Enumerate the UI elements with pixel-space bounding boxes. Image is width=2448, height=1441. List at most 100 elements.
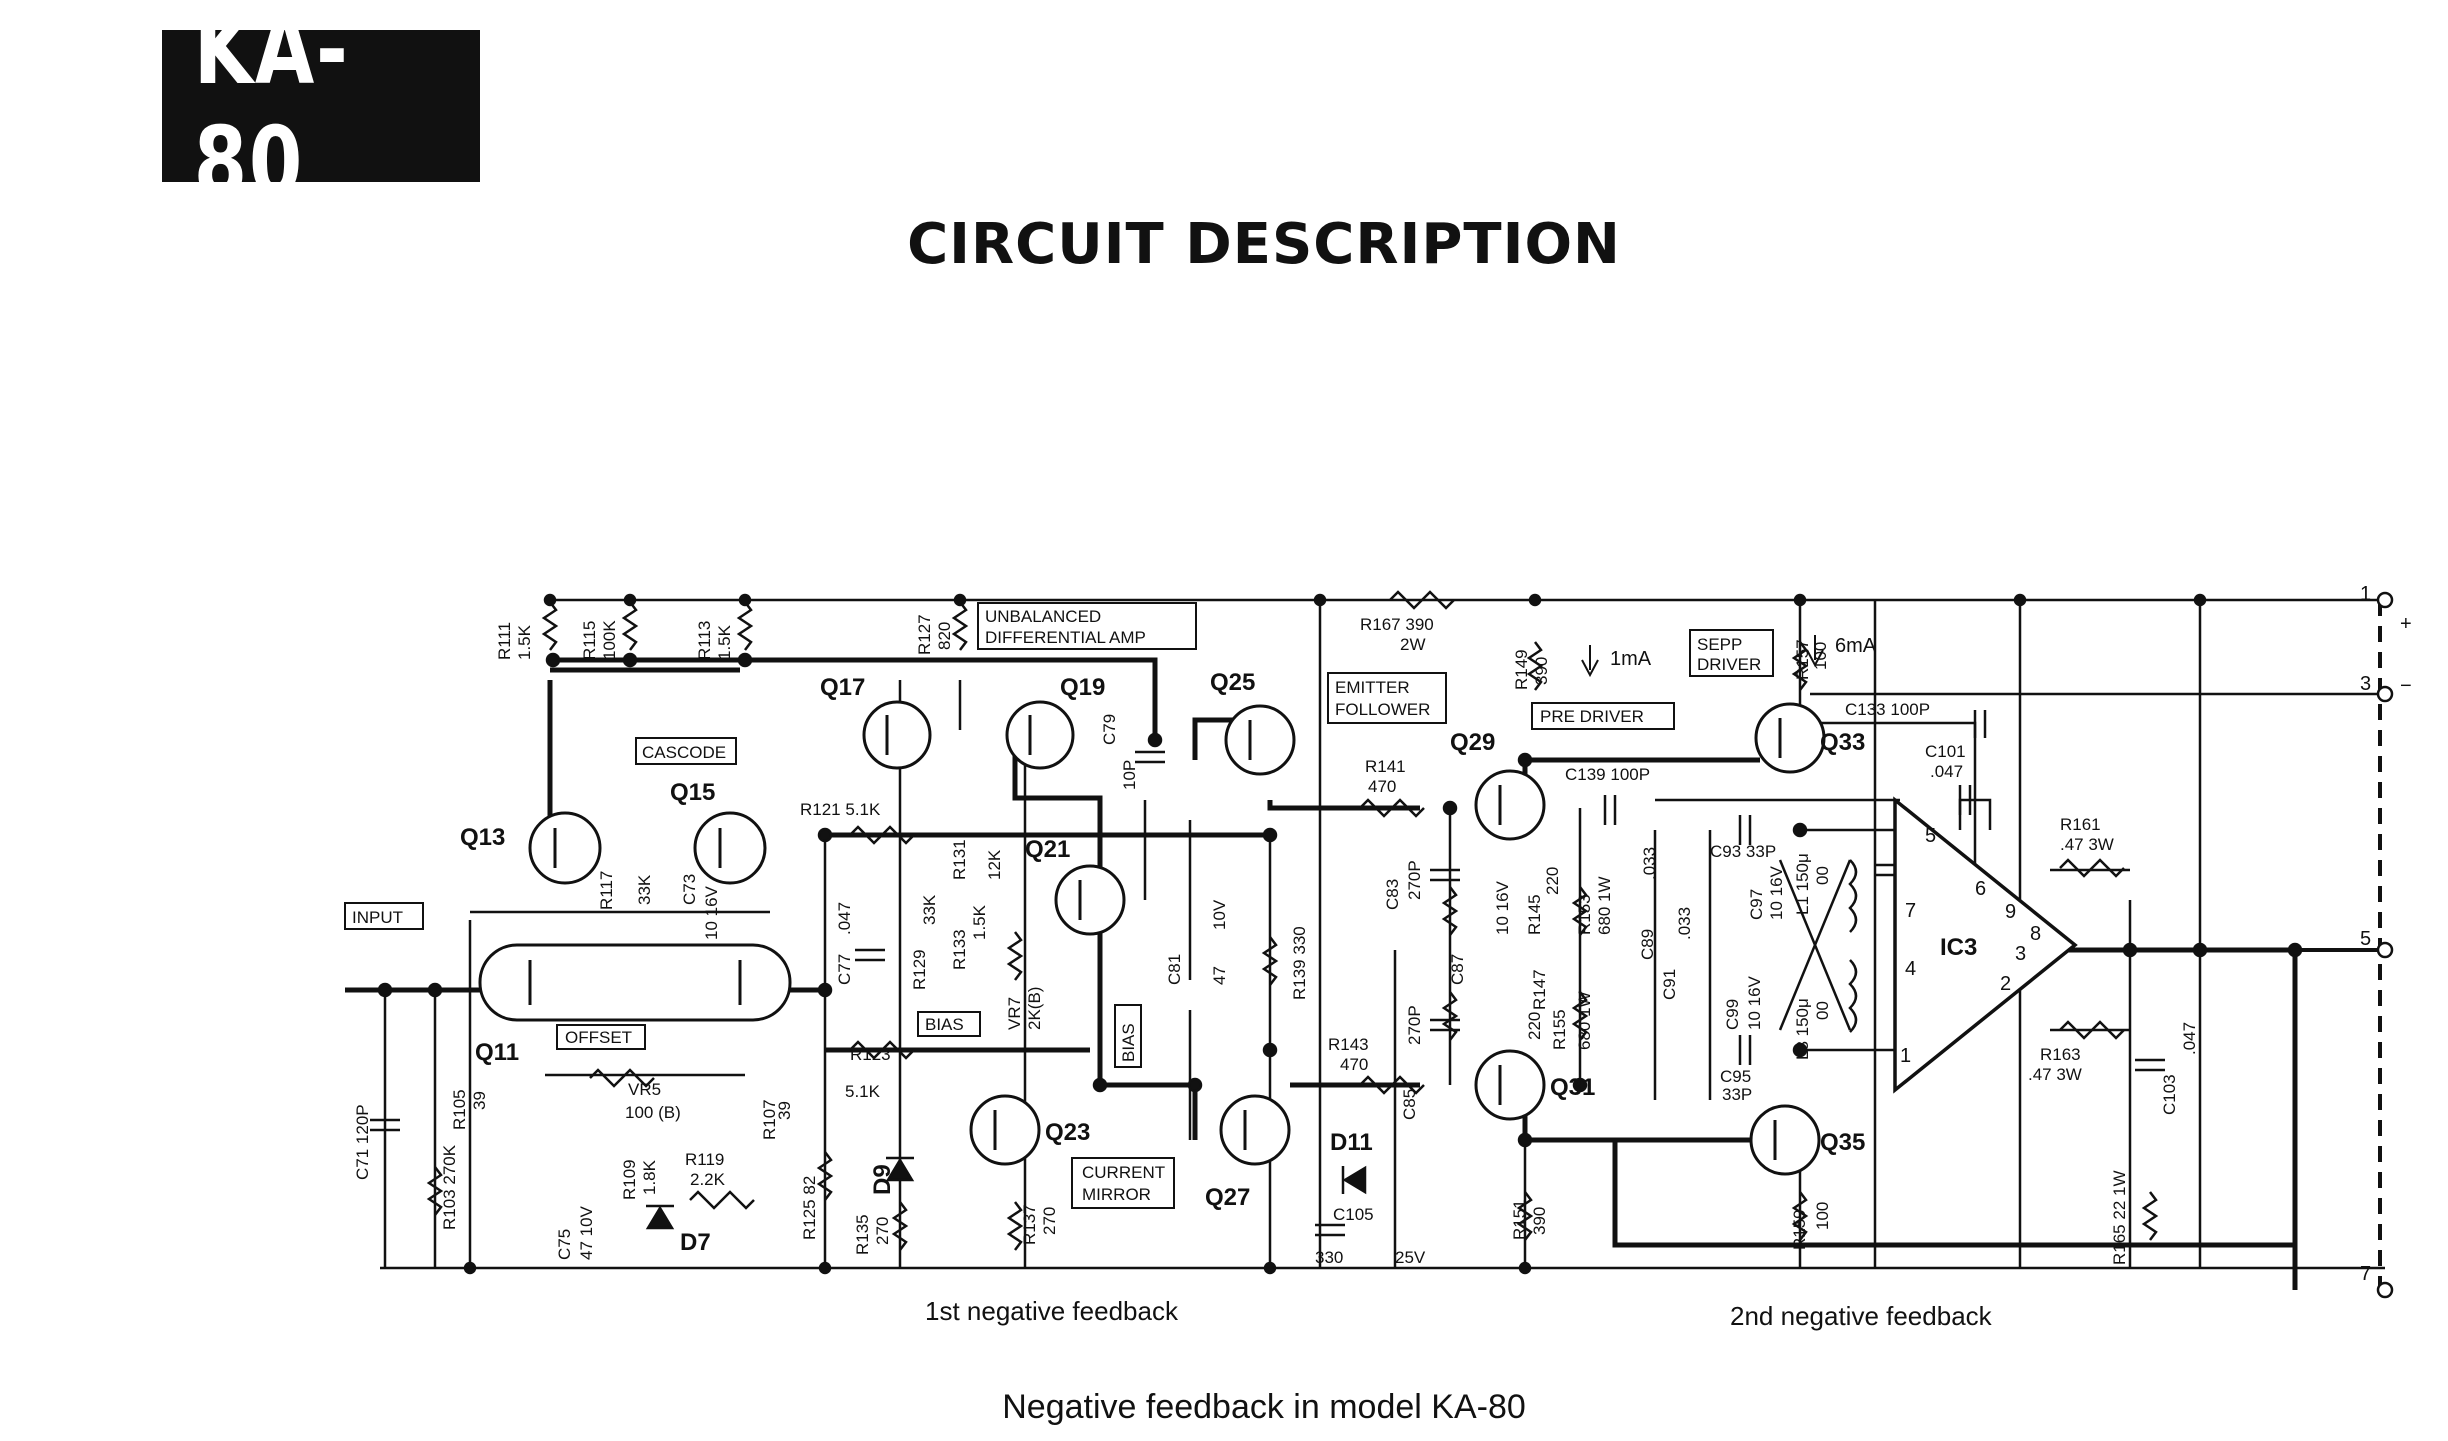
- part-c91-ref: C91: [1660, 969, 1679, 1000]
- part-r157-ref: R157: [1793, 639, 1812, 680]
- part-c97-ref: C97: [1747, 889, 1766, 920]
- part-r149-val: 390: [1532, 657, 1551, 685]
- part-c81-ref: C81: [1165, 954, 1184, 985]
- part-c71: C71 120P: [353, 1104, 372, 1180]
- transistor-q17-symbol: [862, 700, 932, 770]
- part-c99-ref: C99: [1723, 999, 1742, 1030]
- part-r123-val: 5.1K: [845, 1082, 881, 1101]
- label-q19: Q19: [1060, 674, 1105, 701]
- part-c133: C133 100P: [1845, 700, 1930, 719]
- ic-pin-6: 6: [1975, 878, 1986, 900]
- part-r127-ref: R127: [915, 614, 934, 655]
- part-r131-ref: R131: [950, 839, 969, 880]
- part-r119-val: 2.2K: [690, 1170, 726, 1189]
- part-vr7-val: 2K(B): [1025, 987, 1044, 1030]
- label-q25: Q25: [1210, 669, 1255, 696]
- first-feedback-label: 1st negative feedback: [925, 1296, 1179, 1326]
- part-current-6ma: 6mA: [1835, 635, 1877, 657]
- figure-caption: Negative feedback in model KA-80: [1002, 1388, 1526, 1426]
- transistor-q13-symbol: [528, 811, 602, 885]
- part-r149-ref: R149: [1512, 649, 1531, 690]
- part-r103: R103 270K: [440, 1144, 459, 1230]
- part-c97-val: 10 16V: [1767, 865, 1786, 920]
- label-mirror: MIRROR: [1082, 1185, 1151, 1204]
- part-r111-ref: R111: [495, 622, 514, 660]
- part-l1-ref: L1 150μ: [1793, 853, 1812, 915]
- part-r163-val: .47 3W: [2028, 1065, 2082, 1084]
- label-cascode: CASCODE: [642, 743, 726, 762]
- component-labels: R111 1.5K R115 100K R113 1.5K R117 33K C…: [353, 614, 2199, 1267]
- part-c139: C139 100P: [1565, 765, 1650, 784]
- wiring: [345, 590, 2394, 1299]
- ic-pin-4: 4: [1905, 958, 1916, 980]
- transistor-internals: [528, 715, 1782, 1160]
- part-r117-val: 33K: [635, 874, 654, 905]
- part-r147-val: 220: [1525, 1012, 1544, 1040]
- transistor-q23-symbol: [969, 1094, 1041, 1166]
- part-r165: R165 22 1W: [2110, 1171, 2129, 1266]
- part-r115-ref: R115: [580, 621, 599, 660]
- part-r131-val: 12K: [985, 849, 1004, 880]
- part-c103-ref: C103: [2160, 1074, 2179, 1115]
- label-differential-amp: DIFFERENTIAL AMP: [985, 628, 1146, 647]
- second-feedback-label: 2nd negative feedback: [1730, 1301, 1993, 1331]
- part-c83-ref: C83: [1383, 879, 1402, 910]
- part-c73-ref: C73: [680, 874, 699, 905]
- label-q31: Q31: [1550, 1074, 1595, 1101]
- part-r143-ref: R143: [1328, 1035, 1369, 1054]
- part-c95-val: 33P: [1722, 1085, 1752, 1104]
- part-d9: D9: [869, 1164, 896, 1195]
- transistor-symbols: [478, 700, 1826, 1176]
- part-r109-ref: R109: [620, 1159, 639, 1200]
- label-q11: Q11: [475, 1039, 519, 1066]
- part-r167-ref: R167 390: [1360, 615, 1434, 634]
- label-q29: Q29: [1450, 729, 1495, 756]
- part-r127-val: 820: [935, 622, 954, 650]
- part-c101-ref: C101: [1925, 742, 1966, 761]
- part-c79-ref: C79: [1100, 714, 1119, 745]
- label-current: CURRENT: [1082, 1163, 1165, 1182]
- part-c101-val: .047: [1930, 762, 1963, 781]
- terminal-minus: −: [2400, 675, 2412, 697]
- part-r123-ref: R123: [850, 1045, 891, 1064]
- section-title: CIRCUIT DESCRIPTION: [907, 212, 1621, 277]
- label-q17: Q17: [820, 674, 865, 701]
- ic-pin-8: 8: [2030, 923, 2041, 945]
- part-r141-val: 470: [1368, 777, 1396, 796]
- label-driver: DRIVER: [1697, 655, 1761, 674]
- ic-pin-2: 2: [2000, 973, 2011, 995]
- label-bias-q21: BIAS: [1119, 1023, 1138, 1062]
- ic-pin-1: 1: [1900, 1045, 1911, 1067]
- part-c105-volt: 25V: [1395, 1248, 1426, 1267]
- part-c81-val: 47: [1210, 966, 1229, 985]
- part-l1-val: 00: [1813, 866, 1832, 885]
- transistor-q33-symbol: [1754, 702, 1826, 774]
- transistor-q29-symbol: [1474, 769, 1546, 841]
- part-c85-val: 270P: [1405, 1005, 1424, 1045]
- ic-pin-5: 5: [1925, 825, 1936, 847]
- part-d7: D7: [680, 1229, 711, 1256]
- part-r129-val: 33K: [920, 894, 939, 925]
- current-arrows: [1581, 635, 1824, 678]
- part-r145-ref: R145: [1525, 894, 1544, 935]
- part-r145-val: 220: [1543, 867, 1562, 895]
- part-r137-val: 270: [1040, 1207, 1059, 1235]
- part-r107-val: 39: [775, 1101, 794, 1120]
- terminal-5: 5: [2360, 928, 2371, 950]
- part-c87-ref: C87: [1448, 954, 1467, 985]
- label-q33: Q33: [1820, 729, 1865, 756]
- transistor-q31-symbol: [1474, 1049, 1546, 1121]
- part-c73-val: 10 16V: [702, 885, 721, 940]
- label-offset: OFFSET: [565, 1028, 632, 1047]
- part-c83-val: 270P: [1405, 860, 1424, 900]
- part-current-1ma: 1mA: [1610, 648, 1652, 670]
- part-r115-val: 100K: [600, 620, 619, 660]
- part-r135-ref: R135: [853, 1214, 872, 1255]
- part-r139: R139 330: [1290, 926, 1309, 1000]
- part-c89-ref: C89: [1638, 929, 1657, 960]
- part-c91-val: .033: [1675, 907, 1694, 940]
- part-r161-ref: R161: [2060, 815, 2101, 834]
- part-r137-ref: R137: [1020, 1204, 1039, 1245]
- part-c103-val: .047: [2180, 1022, 2199, 1055]
